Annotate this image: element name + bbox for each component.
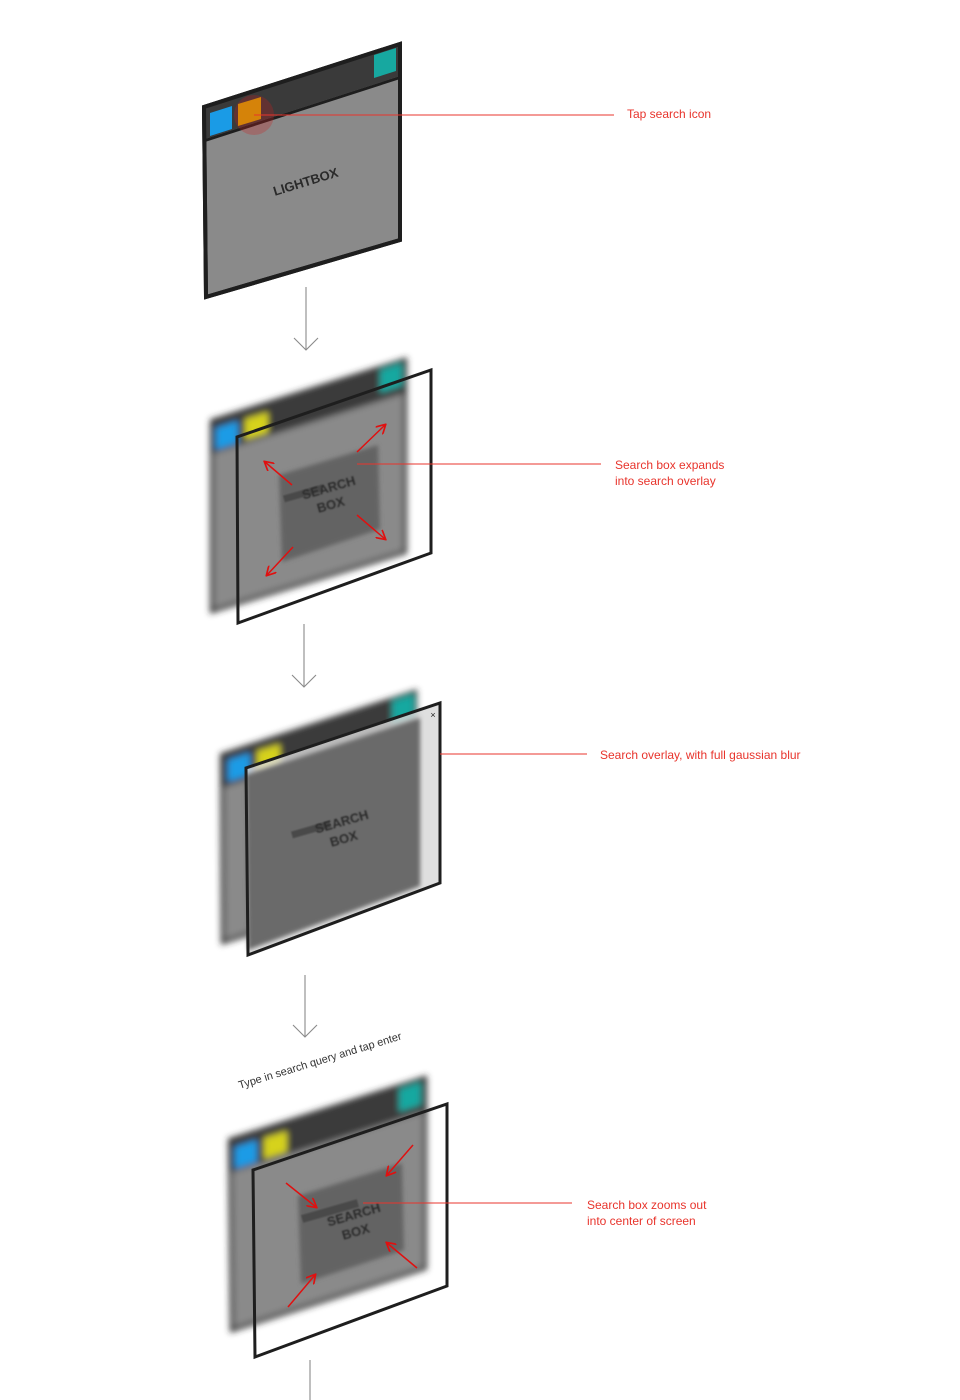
annotation-2-line2: into search overlay	[615, 474, 716, 488]
step-2-overlay-frame	[235, 367, 433, 626]
expand-arrows	[265, 425, 385, 575]
arrow-shrink-top-right	[387, 1144, 414, 1175]
annotation-4-line1: Search box zooms out	[587, 1198, 707, 1212]
step-4-search-box: SEARCH BOX	[298, 1163, 404, 1284]
arrow-expand-bottom-right	[356, 514, 385, 539]
annotation-2-line1: Search box expands	[615, 458, 724, 472]
annotation-3: Search overlay, with full gaussian blur	[600, 748, 801, 762]
arrow-shrink-bottom-right	[387, 1243, 418, 1269]
close-icon[interactable]: ×	[430, 710, 435, 720]
step-1-lightbox-window: LIGHTBOX	[201, 41, 402, 300]
arrow-shrink-top-left	[285, 1182, 316, 1207]
flow-arrow-2	[291, 624, 317, 688]
arrow-expand-top-right	[356, 425, 385, 453]
transition-note: Type in search query and tap enter	[237, 1030, 403, 1091]
menu-icon	[374, 48, 396, 78]
step-3-overlay-panel: SEARCH BOX ×	[244, 700, 442, 958]
search-icon	[238, 97, 261, 126]
arrow-expand-bottom-left	[267, 546, 294, 575]
annotation-4-line2: into center of screen	[587, 1214, 696, 1228]
arrow-expand-top-left	[265, 462, 293, 486]
arrow-shrink-bottom-left	[287, 1275, 315, 1308]
step-4-overlay-frame	[251, 1101, 449, 1360]
shrink-arrows	[285, 1144, 418, 1308]
flow-arrow-1	[293, 287, 319, 351]
annotation-1: Tap search icon	[627, 107, 711, 121]
flow-arrow-3	[292, 975, 318, 1038]
step-2-search-box: SEARCH BOX	[279, 445, 380, 562]
home-icon	[210, 106, 232, 136]
